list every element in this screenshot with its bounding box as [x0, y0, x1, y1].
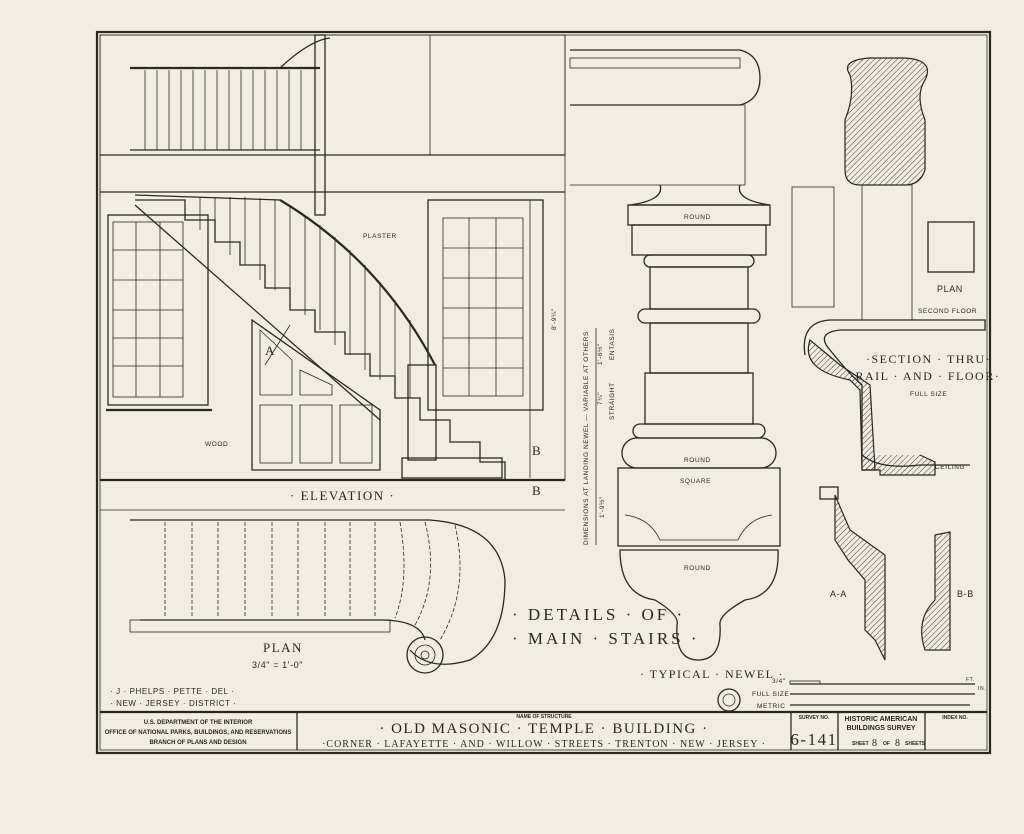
habs-line1: HISTORIC AMERICAN: [845, 716, 918, 723]
agency-line2: OFFICE OF NATIONAL PARKS, BUILDINGS, AND…: [105, 730, 292, 736]
newel-label-square: SQUARE: [680, 478, 711, 485]
sheet-total: 8: [895, 738, 901, 749]
sheet-number: 8: [872, 738, 878, 749]
rail-plan-label: PLAN: [937, 284, 963, 294]
ceiling-note: CEILING: [935, 464, 965, 471]
details-title-line2: · MAIN · STAIRS ·: [512, 629, 700, 648]
structure-name-label: NAME OF STRUCTURE: [516, 714, 572, 720]
typical-newel-drawing: [569, 49, 781, 661]
section-bb-label: B-B: [957, 589, 974, 599]
section-aa-label: A-A: [830, 589, 847, 599]
scale-metric: METRIC: [757, 703, 786, 710]
details-title-line1: · DETAILS · OF ·: [512, 605, 685, 624]
survey-number: 6-141: [790, 730, 837, 749]
scale-in: IN.: [978, 686, 986, 692]
section-marker-b-bottom: B: [532, 483, 542, 498]
of-label: OF: [883, 741, 890, 747]
plan-title: PLAN: [263, 640, 303, 655]
newel-label-round-1: ROUND: [684, 214, 711, 221]
section-full-size: FULL SIZE: [910, 391, 947, 398]
second-floor-note: SECOND FLOOR: [918, 308, 977, 315]
structure-location: ·CORNER · LAFAYETTE · AND · WILLOW · STR…: [322, 739, 766, 750]
section-title-line2: ·RAIL · AND · FLOOR·: [850, 369, 1000, 383]
newel-dim-entasis: 1'-6½": [596, 343, 604, 365]
section-title-line1: ·SECTION · THRU·: [866, 352, 991, 366]
elevation-title: · ELEVATION ·: [290, 488, 395, 503]
agency-line1: U.S. DEPARTMENT OF THE INTERIOR: [144, 720, 253, 726]
section-marker-a: A: [265, 343, 276, 358]
scale-full-size: FULL SIZE: [752, 691, 789, 698]
plaster-note: PLASTER: [363, 233, 397, 240]
delineator-credit: · J · PHELPS · PETTE · DEL ·: [110, 687, 235, 696]
newel-straight-note: STRAIGHT: [609, 382, 616, 420]
newel-dim-straight: 7¼": [597, 392, 604, 405]
stair-plan-drawing: [100, 509, 565, 674]
newel-label-round-2: ROUND: [684, 457, 711, 464]
elevation-height-dimension: 8'-9¼": [551, 308, 558, 330]
newel-label-round-3: ROUND: [684, 565, 711, 572]
habs-line2: BUILDINGS SURVEY: [846, 725, 915, 732]
sheet-border: [95, 30, 992, 755]
section-marker-b-top: B: [532, 443, 542, 458]
plan-scale: 3/4" = 1'-0": [252, 660, 303, 670]
newel-dimension-note: DIMENSIONS AT LANDING NEWEL — VARIABLE A…: [583, 331, 590, 545]
stair-elevation-drawing: [99, 34, 566, 482]
title-block: [100, 710, 987, 750]
newel-title: · TYPICAL · NEWEL ·: [640, 667, 784, 681]
sheet-label: SHEET: [852, 741, 869, 747]
rail-section-drawing: [791, 57, 986, 661]
survey-number-label: SURVEY NO.: [799, 715, 830, 721]
scale-three-quarter: 3/4": [772, 678, 786, 685]
newel-dim-base: 1'-9½": [598, 496, 606, 518]
newel-entasis-note: ENTASIS: [609, 328, 616, 360]
structure-name: · OLD MASONIC · TEMPLE · BUILDING ·: [379, 721, 708, 737]
district-credit: · NEW · JERSEY · DISTRICT ·: [110, 699, 237, 708]
agency-line3: BRANCH OF PLANS AND DESIGN: [149, 740, 246, 746]
wood-note: WOOD: [205, 441, 228, 448]
index-number-label: INDEX NO.: [942, 715, 968, 721]
scale-ft: FT.: [966, 677, 975, 683]
sheets-label: SHEETS: [905, 741, 926, 747]
